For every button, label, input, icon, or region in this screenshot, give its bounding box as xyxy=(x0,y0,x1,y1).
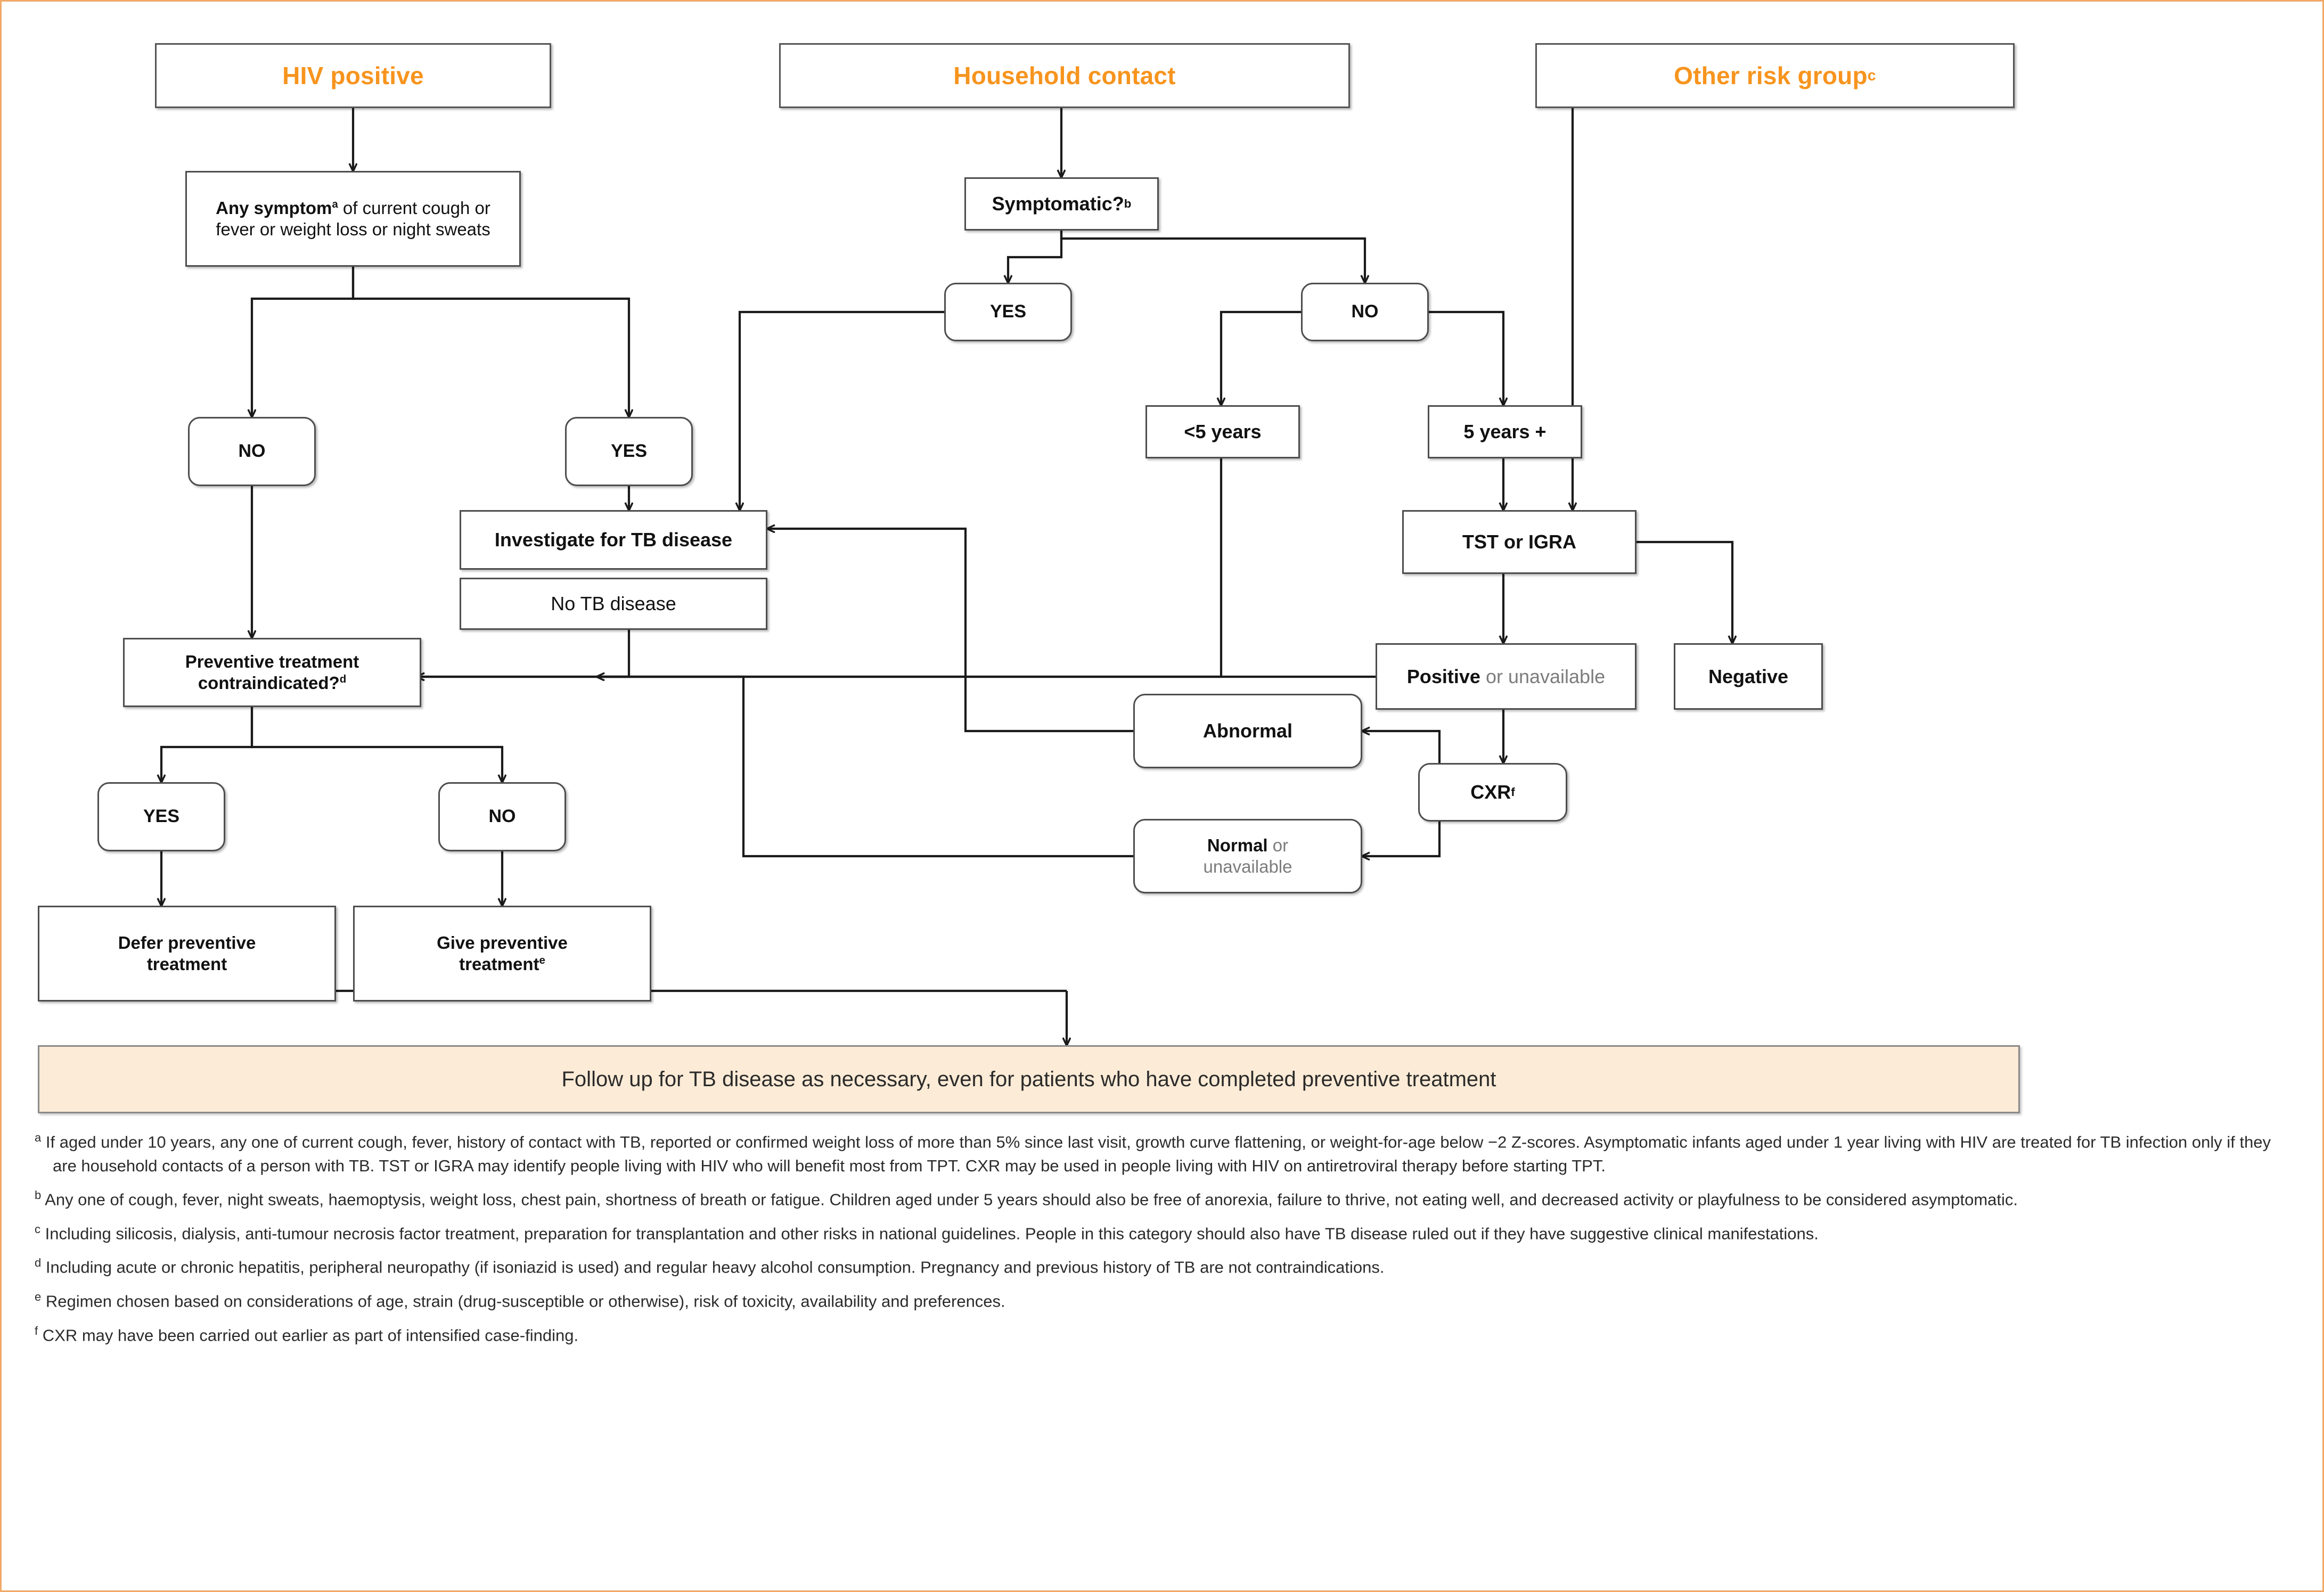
node-household-yes-label: YES xyxy=(989,301,1027,322)
followup-banner-text: Follow up for TB disease as necessary, e… xyxy=(561,1067,1496,1091)
node-defer-preventive-treatment: Defer preventive treatment xyxy=(38,906,336,1002)
footnote-marker: f xyxy=(35,1324,38,1337)
footnote-marker: a xyxy=(35,1131,42,1144)
node-contraindicated-no: NO xyxy=(438,782,566,851)
node-hiv-yes-label: YES xyxy=(610,441,648,462)
header-other-risk-group-label: Other risk group xyxy=(1674,61,1868,89)
node-any-symptom-bold: Any symptom xyxy=(216,198,332,218)
node-under-5-years: <5 years xyxy=(1145,405,1300,458)
footnote-marker: c xyxy=(35,1222,40,1236)
footnote-item: f CXR may have been carried out earlier … xyxy=(35,1323,2287,1348)
footnote-marker: d xyxy=(35,1256,42,1270)
node-contraindicated-yes: YES xyxy=(97,782,225,851)
footnote-text: Any one of cough, fever, night sweats, h… xyxy=(45,1190,2018,1209)
footnote-item: c Including silicosis, dialysis, anti-tu… xyxy=(35,1221,2287,1246)
node-preventive-contraindicated-sup: d xyxy=(339,673,347,685)
footnote-marker: e xyxy=(35,1290,42,1303)
header-hiv-positive: HIV positive xyxy=(155,43,551,108)
node-any-symptom: Any symptoma of current cough or fever o… xyxy=(185,171,521,267)
footnotes-list: a If aged under 10 years, any one of cur… xyxy=(35,1129,2287,1356)
node-give-sup: e xyxy=(539,954,545,966)
node-any-symptom-rest: of current cough or fever or weight loss… xyxy=(216,198,490,239)
node-5-years-plus-label: 5 years + xyxy=(1463,421,1546,443)
node-symptomatic-label: Symptomatic? xyxy=(992,193,1124,215)
node-any-symptom-sup: a xyxy=(332,198,338,210)
footnote-text: Regimen chosen based on considerations o… xyxy=(45,1292,1005,1311)
followup-banner: Follow up for TB disease as necessary, e… xyxy=(38,1045,2020,1113)
node-positive-bold: Positive xyxy=(1406,665,1480,687)
node-normal-or-unavailable: Normal or unavailable xyxy=(1133,819,1362,893)
footnote-item: d Including acute or chronic hepatitis, … xyxy=(35,1254,2287,1279)
node-defer-line1: Defer preventive xyxy=(118,932,256,953)
node-abnormal-label: Abnormal xyxy=(1202,720,1292,742)
node-negative: Negative xyxy=(1674,643,1823,710)
node-positive-or-unavailable: Positive or unavailable xyxy=(1376,643,1636,710)
footnote-marker: b xyxy=(35,1188,42,1202)
node-negative-label: Negative xyxy=(1708,665,1789,687)
footnote-item: a If aged under 10 years, any one of cur… xyxy=(35,1129,2287,1178)
footnote-item: b Any one of cough, fever, night sweats,… xyxy=(35,1187,2287,1212)
node-5-years-plus: 5 years + xyxy=(1428,405,1582,458)
node-normal-bold: Normal xyxy=(1207,835,1268,855)
header-household-contact-label: Household contact xyxy=(953,61,1176,89)
node-under-5-years-label: <5 years xyxy=(1184,421,1262,443)
node-symptomatic: Symptomatic?b xyxy=(964,177,1159,231)
node-normal-rest: or xyxy=(1267,835,1289,855)
footnote-item: e Regimen chosen based on considerations… xyxy=(35,1289,2287,1314)
node-hiv-no: NO xyxy=(188,417,316,486)
node-household-no: NO xyxy=(1301,283,1429,341)
node-investigate-tb: Investigate for TB disease xyxy=(460,510,767,570)
node-hiv-no-label: NO xyxy=(238,441,266,462)
node-investigate-tb-label: Investigate for TB disease xyxy=(494,529,733,551)
node-give-line2: treatment xyxy=(459,954,539,974)
node-give-line1: Give preventive xyxy=(437,932,568,953)
node-no-tb-disease: No TB disease xyxy=(460,578,767,630)
node-preventive-contraindicated: Preventive treatment contraindicated?d xyxy=(123,638,421,707)
node-preventive-contraindicated-line1: Preventive treatment xyxy=(185,651,359,671)
node-positive-rest: or unavailable xyxy=(1480,665,1606,687)
node-abnormal: Abnormal xyxy=(1133,694,1362,768)
footnote-text: If aged under 10 years, any one of curre… xyxy=(45,1133,2271,1175)
node-hiv-yes: YES xyxy=(565,417,693,486)
footnote-text: CXR may have been carried out earlier as… xyxy=(42,1325,579,1344)
node-household-no-label: NO xyxy=(1351,301,1379,322)
node-preventive-contraindicated-line2: contraindicated? xyxy=(198,673,340,693)
header-hiv-positive-label: HIV positive xyxy=(282,61,424,89)
node-household-yes: YES xyxy=(944,283,1072,341)
node-defer-line2: treatment xyxy=(146,954,227,974)
footnote-text: Including acute or chronic hepatitis, pe… xyxy=(45,1258,1385,1277)
node-no-tb-disease-label: No TB disease xyxy=(551,593,676,615)
node-cxr-label: CXR xyxy=(1470,781,1511,803)
node-contraindicated-no-label: NO xyxy=(488,806,516,827)
node-tst-or-igra: TST or IGRA xyxy=(1402,510,1636,574)
node-normal-line2: unavailable xyxy=(1203,857,1292,876)
footnote-text: Including silicosis, dialysis, anti-tumo… xyxy=(45,1224,1819,1243)
node-contraindicated-yes-label: YES xyxy=(143,806,180,827)
header-household-contact: Household contact xyxy=(779,43,1350,108)
node-tst-or-igra-label: TST or IGRA xyxy=(1462,531,1576,553)
node-give-preventive-treatment: Give preventive treatmente xyxy=(353,906,651,1002)
